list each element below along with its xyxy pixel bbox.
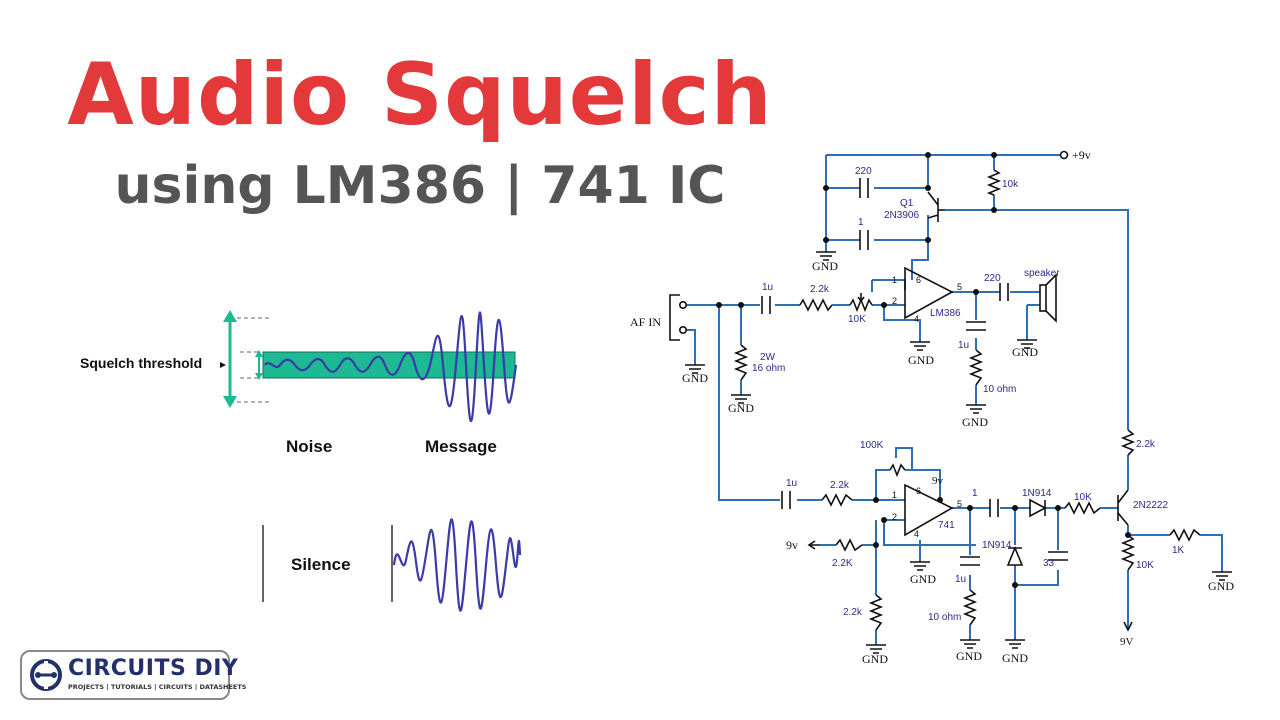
logo-name: CIRCUITS DIY bbox=[68, 656, 239, 681]
af-in-label: AF IN bbox=[630, 315, 661, 329]
silence-label: Silence bbox=[291, 555, 351, 574]
gnd-386-label: GND bbox=[908, 353, 934, 367]
pin4-741-label: 4 bbox=[914, 529, 919, 539]
logo-tagline: PROJECTS | TUTORIALS | CIRCUITS | DATASH… bbox=[68, 683, 247, 691]
wires bbox=[686, 154, 1223, 645]
message-label: Message bbox=[425, 437, 497, 456]
r2k2-low-label: 2.2k bbox=[843, 607, 863, 618]
silence-message-wave bbox=[392, 518, 522, 612]
cap-1-out-label: 1 bbox=[972, 488, 978, 499]
page-title: Audio Squelch bbox=[67, 45, 773, 145]
cap-1u-386-label: 1u bbox=[958, 340, 969, 351]
q1-part-label: 2N3906 bbox=[884, 210, 919, 221]
pin5-741-label: 5 bbox=[957, 499, 962, 509]
gnd-1k-label: GND bbox=[1208, 579, 1234, 593]
squelch-illustration: Squelch threshold Noise Message Silence bbox=[80, 310, 522, 612]
circuit-schematic: +9v 220 1 Q1 2N3906 10k GND AF IN GND 1u… bbox=[630, 148, 1234, 666]
cap-1u-741-label: 1u bbox=[786, 478, 797, 489]
components bbox=[669, 150, 1232, 654]
gnd-16-label: GND bbox=[728, 401, 754, 415]
r2k2-in-label: 2.2k bbox=[810, 284, 830, 295]
supply-label: +9v bbox=[1072, 148, 1091, 162]
junction-nodes bbox=[716, 152, 1131, 588]
gnd-diode-label: GND bbox=[1002, 651, 1028, 665]
diode-2-label: 1N914 bbox=[982, 540, 1012, 551]
gnd-in-label: GND bbox=[682, 371, 708, 385]
pot-100k-label: 100K bbox=[860, 440, 884, 451]
range-arrow-icon bbox=[223, 310, 237, 408]
page-subtitle: using LM386 | 741 IC bbox=[114, 156, 726, 216]
r10k-base-label: 10K bbox=[1074, 492, 1092, 503]
cap-1u-741b-label: 1u bbox=[955, 574, 966, 585]
pin4-386-label: 4 bbox=[914, 314, 919, 324]
cap-1-top-label: 1 bbox=[858, 217, 864, 228]
r2k2-right-label: 2.2k bbox=[1136, 439, 1156, 450]
threshold-label: Squelch threshold bbox=[80, 355, 202, 371]
pin2-741-label: 2 bbox=[892, 512, 897, 522]
supply-741-label: 9v bbox=[932, 475, 944, 487]
bias-9v-label: 9v bbox=[786, 538, 798, 552]
r-2w-label: 2W bbox=[760, 352, 776, 363]
q2-part-label: 2N2222 bbox=[1133, 500, 1168, 511]
lm386-label: LM386 bbox=[930, 308, 961, 319]
pin1-386-label: 1 bbox=[892, 275, 897, 285]
ic741-label: 741 bbox=[938, 520, 955, 531]
pin1-741-label: 1 bbox=[892, 490, 897, 500]
pot-10k-label: 10K bbox=[848, 314, 866, 325]
r-10ohm-741-label: 10 ohm bbox=[928, 612, 961, 623]
cap-220-out-label: 220 bbox=[984, 273, 1001, 284]
r2k2-bias-label: 2.2K bbox=[832, 558, 853, 569]
pin6-741-label: 6 bbox=[916, 486, 921, 496]
r2k2-741-label: 2.2k bbox=[830, 480, 850, 491]
threshold-arrow-icon bbox=[255, 350, 263, 380]
r-10ohm-386-label: 10 ohm bbox=[983, 384, 1016, 395]
speaker-label: speaker bbox=[1024, 268, 1060, 279]
r10k-top-label: 10k bbox=[1002, 179, 1019, 190]
r-16ohm-label: 16 ohm bbox=[752, 363, 785, 374]
q1-name-label: Q1 bbox=[900, 198, 914, 209]
pin6-386-label: 6 bbox=[916, 275, 921, 285]
gnd-10ohm-b-label: GND bbox=[956, 649, 982, 663]
noise-message-wave bbox=[264, 311, 518, 423]
gnd-741-label: GND bbox=[910, 572, 936, 586]
noise-label: Noise bbox=[286, 437, 332, 456]
gnd-2k2-label: GND bbox=[862, 652, 888, 666]
pin2-386-label: 2 bbox=[892, 296, 897, 306]
cap-220-top-label: 220 bbox=[855, 166, 872, 177]
threshold-pointer-icon bbox=[220, 362, 226, 368]
gnd-q-label: GND bbox=[812, 259, 838, 273]
cap-1u-in-label: 1u bbox=[762, 282, 773, 293]
circuits-diy-logo[interactable]: CIRCUITS DIY PROJECTS | TUTORIALS | CIRC… bbox=[20, 650, 246, 700]
supply-9v-bottom-label: 9V bbox=[1120, 636, 1134, 648]
gnd-10ohm-label: GND bbox=[962, 415, 988, 429]
pin5-386-label: 5 bbox=[957, 282, 962, 292]
r10k-emit-label: 10K bbox=[1136, 560, 1154, 571]
diode-1-label: 1N914 bbox=[1022, 488, 1052, 499]
cap-33-label: 33 bbox=[1043, 558, 1055, 569]
circuit-logo-icon bbox=[30, 659, 62, 691]
schematic-labels: +9v 220 1 Q1 2N3906 10k GND AF IN GND 1u… bbox=[630, 148, 1234, 666]
gnd-spk-label: GND bbox=[1012, 345, 1038, 359]
r1k-label: 1K bbox=[1172, 545, 1185, 556]
